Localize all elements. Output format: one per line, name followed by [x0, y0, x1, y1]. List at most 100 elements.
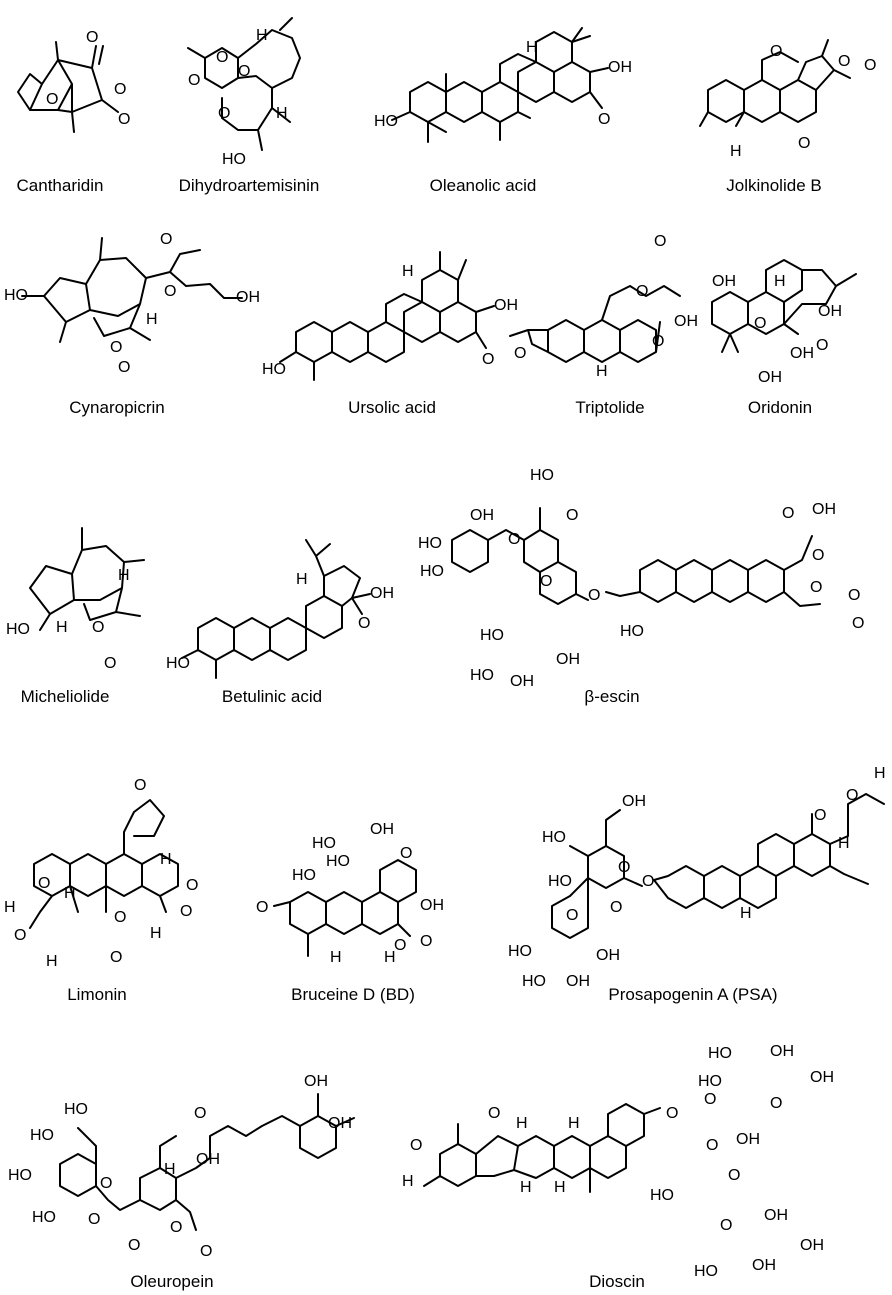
atom-label-h: H	[160, 851, 172, 868]
atom-label-o: O	[704, 1091, 716, 1108]
atom-label-ho: HO	[620, 623, 644, 640]
atom-label-oh: OH	[566, 973, 590, 990]
atom-label-o: O	[540, 573, 552, 590]
structure-ursolic-acid: OH O HO H	[262, 251, 518, 381]
atom-label-o: O	[134, 777, 146, 794]
atom-label-oh: OH	[236, 289, 260, 306]
structure-cantharidin: O O O O	[17, 29, 130, 133]
structure-oridonin: OH O O OH OH OH H	[711, 259, 857, 386]
atom-label-h: H	[774, 273, 786, 290]
atom-label-o: O	[838, 53, 850, 70]
atom-label-o: O	[514, 345, 526, 362]
atom-label-o: O	[14, 927, 26, 944]
atom-label-ho: HO	[32, 1209, 56, 1226]
atom-label-o: O	[100, 1175, 112, 1192]
atom-label-o: O	[782, 505, 794, 522]
structure-betulinic-acid: OH O HO H	[166, 539, 394, 679]
atom-label-o: O	[38, 875, 50, 892]
atom-label-o: O	[160, 231, 172, 248]
structure-beta-escin: HO HO OH O HO O HO O O HO OH OH HO OH O …	[418, 467, 864, 690]
atom-label-o: O	[164, 283, 176, 300]
atom-label-oh: OH	[420, 897, 444, 914]
atom-label-ho: HO	[292, 867, 316, 884]
atom-label-o: O	[728, 1167, 740, 1184]
atom-label-o: O	[400, 845, 412, 862]
atom-label-o: O	[200, 1243, 212, 1260]
caption-triptolide: Triptolide	[575, 398, 644, 417]
atom-label-oh: OH	[622, 793, 646, 810]
atom-label-o: O	[770, 43, 782, 60]
atom-label-o: O	[654, 233, 666, 250]
atom-label-ho: HO	[650, 1187, 674, 1204]
atom-label-oh: OH	[770, 1043, 794, 1060]
atom-label-o: O	[128, 1237, 140, 1254]
atom-label-o: O	[180, 903, 192, 920]
atom-label-o: O	[642, 873, 654, 890]
atom-label-ho: HO	[262, 361, 286, 378]
atom-label-o: O	[110, 949, 122, 966]
atom-label-h: H	[596, 363, 608, 380]
atom-label-o: O	[394, 937, 406, 954]
atom-label-oh: OH	[674, 313, 698, 330]
atom-label-o: O	[114, 909, 126, 926]
atom-label-o: O	[114, 81, 126, 98]
atom-label-oh: OH	[608, 59, 632, 76]
atom-label-oh: OH	[304, 1073, 328, 1090]
structure-dihydroartemisinin: O O O O HO H H	[187, 17, 301, 168]
atom-label-ho: HO	[222, 151, 246, 168]
atom-label-o: O	[864, 57, 876, 74]
atom-label-h: H	[56, 619, 68, 636]
atom-label-ho: HO	[166, 655, 190, 672]
structure-bruceine-d: HO OH HO HO O OH O O O H H	[256, 821, 444, 966]
atom-label-oh: OH	[790, 345, 814, 362]
atom-label-o: O	[588, 587, 600, 604]
atom-label-ho: HO	[4, 287, 28, 304]
atom-label-h: H	[64, 885, 76, 902]
atom-label-o: O	[188, 72, 200, 89]
atom-label-o: O	[846, 787, 858, 804]
atom-label-h: H	[740, 905, 752, 922]
atom-label-ho: HO	[694, 1263, 718, 1280]
atom-label-o: O	[488, 1105, 500, 1122]
atom-label-ho: HO	[480, 627, 504, 644]
atom-label-o: O	[810, 579, 822, 596]
atom-label-o: O	[848, 587, 860, 604]
atom-label-h: H	[874, 765, 886, 782]
atom-label-h: H	[402, 1173, 414, 1190]
structure-dioscin: O O H H H H H O HO OH HO OH O O OH O O H…	[402, 1043, 834, 1280]
atom-label-o: O	[814, 807, 826, 824]
caption-dioscin: Dioscin	[589, 1272, 645, 1291]
caption-oleanolic-acid: Oleanolic acid	[430, 176, 537, 195]
atom-label-o: O	[238, 63, 250, 80]
atom-label-ho: HO	[30, 1127, 54, 1144]
caption-oridonin: Oridonin	[748, 398, 812, 417]
atom-label-o: O	[170, 1219, 182, 1236]
atom-label-o: O	[358, 615, 370, 632]
caption-bruceine-d: Bruceine D (BD)	[291, 985, 415, 1004]
atom-label-ho: HO	[542, 829, 566, 846]
caption-beta-escin: β-escin	[584, 687, 639, 706]
atom-label-o: O	[508, 531, 520, 548]
atom-label-oh: OH	[758, 369, 782, 386]
atom-label-o: O	[770, 1095, 782, 1112]
atom-label-o: O	[420, 933, 432, 950]
atom-label-o: O	[706, 1137, 718, 1154]
structure-oleanolic-acid: OH O HO H	[374, 27, 632, 143]
structure-triptolide: O O O O OH H	[509, 233, 698, 380]
atom-label-o: O	[110, 339, 122, 356]
atom-label-oh: OH	[470, 507, 494, 524]
atom-label-h: H	[256, 27, 268, 44]
structure-cynaropicrin: HO O O O O OH H	[4, 231, 260, 376]
atom-label-oh: OH	[764, 1207, 788, 1224]
atom-label-o: O	[92, 619, 104, 636]
caption-oleuropein: Oleuropein	[130, 1272, 213, 1291]
atom-label-o: O	[218, 105, 230, 122]
atom-label-ho: HO	[420, 563, 444, 580]
structure-prosapogenin-a: HO OH HO O O O O HO OH HO OH O O H H H	[508, 765, 886, 990]
atom-label-o: O	[88, 1211, 100, 1228]
atom-label-ho: HO	[470, 667, 494, 684]
atom-label-h: H	[146, 311, 158, 328]
captions: Cantharidin Dihydroartemisinin Oleanolic…	[17, 176, 822, 1291]
structure-jolkinolide-b: O O O O H	[699, 39, 876, 160]
caption-cynaropicrin: Cynaropicrin	[69, 398, 164, 417]
